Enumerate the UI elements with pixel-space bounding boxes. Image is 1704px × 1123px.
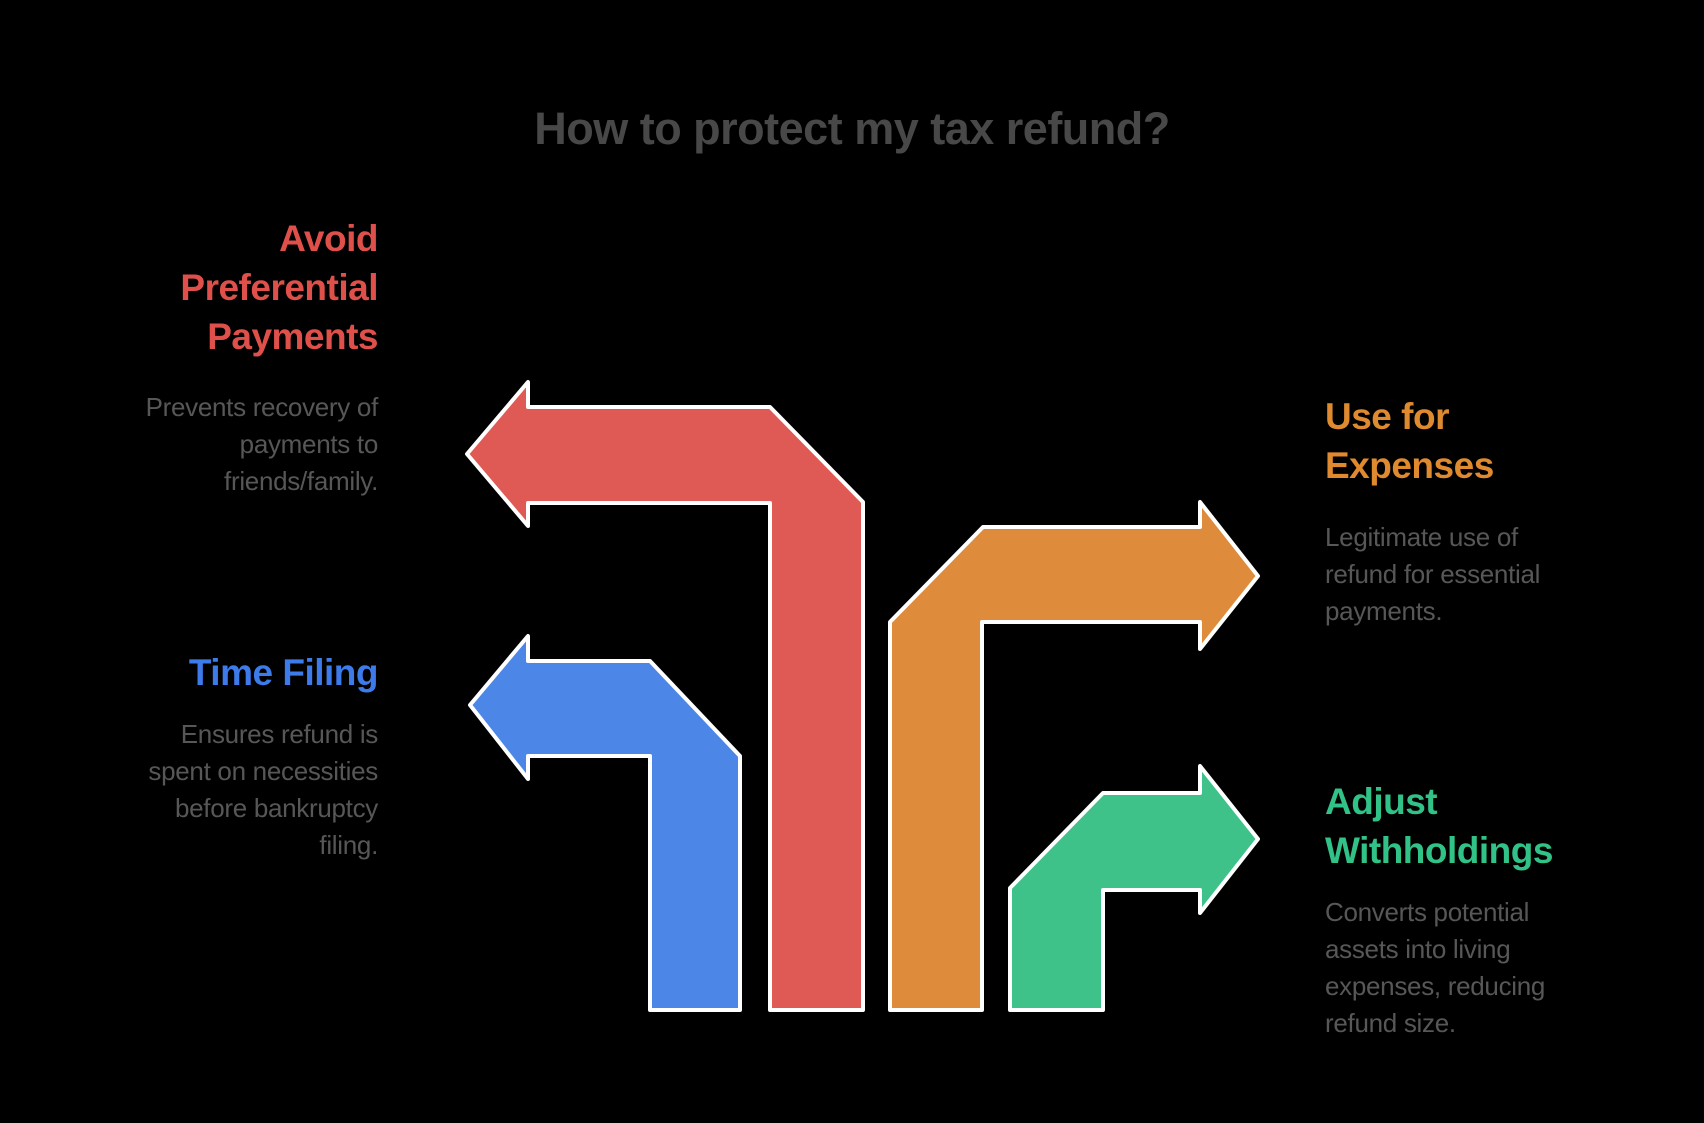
- section-description-use-for-expenses: Legitimate use of refund for essential p…: [1325, 522, 1541, 626]
- page-title: How to protect my tax refund?: [534, 103, 1170, 154]
- section-heading-avoid-preferential-payments: Avoid Preferential Payments: [180, 218, 378, 357]
- section-description-avoid-preferential-payments: Prevents recovery of payments to friends…: [145, 392, 379, 496]
- section-description-time-filing: Ensures refund is spent on necessities b…: [148, 719, 378, 860]
- section-heading-use-for-expenses: Use for Expenses: [1325, 396, 1494, 486]
- section-heading-adjust-withholdings: Adjust Withholdings: [1325, 781, 1553, 871]
- bent-arrow-time-filing: [468, 634, 742, 1012]
- bent-arrow-avoid-preferential-payments: [465, 380, 865, 1012]
- bent-arrow-use-for-expenses: [888, 500, 1260, 1012]
- bent-arrow-adjust-withholdings: [1008, 764, 1260, 1012]
- section-heading-time-filing: Time Filing: [188, 652, 379, 693]
- section-description-adjust-withholdings: Converts potential assets into living ex…: [1325, 897, 1546, 1038]
